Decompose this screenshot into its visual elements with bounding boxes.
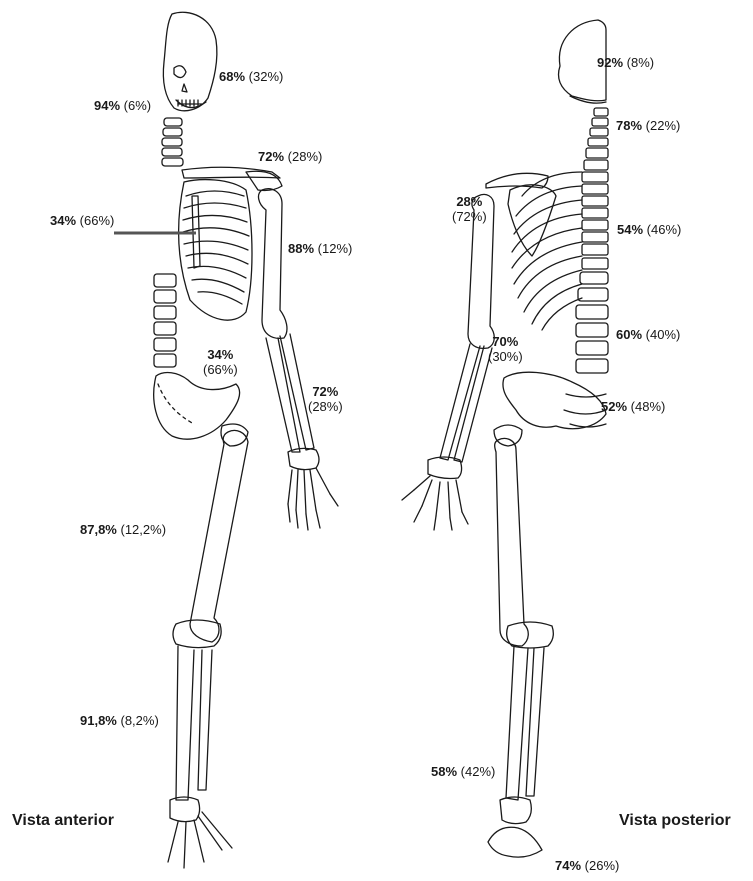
- anterior-foot: [168, 797, 232, 868]
- anterior-cervical-spine: [162, 118, 183, 166]
- anterior-nasal: [182, 84, 187, 92]
- anterior-skull: [163, 12, 217, 110]
- posterior-ribs: [512, 172, 582, 330]
- label-fibula-bold: 58%: [431, 764, 457, 779]
- label-femur-normal: (12,2%): [121, 522, 167, 537]
- label-skull-anterior-normal: (32%): [249, 69, 284, 84]
- label-pelvis-anterior-normal: (66%): [203, 362, 238, 377]
- anterior-pelvis-dashed: [158, 384, 194, 424]
- label-lumbar: 60% (40%): [616, 327, 680, 342]
- label-scapula-normal: (72%): [452, 209, 487, 224]
- label-lumbar-normal: (40%): [646, 327, 681, 342]
- label-skull-anterior-bold: 68%: [219, 69, 245, 84]
- label-mandible-normal: (6%): [124, 98, 151, 113]
- label-forearm-anterior-normal: (28%): [308, 399, 343, 414]
- view-title-anterior: Vista anterior: [12, 812, 114, 830]
- label-sacrum-bold: 52%: [601, 399, 627, 414]
- label-skull-anterior: 68% (32%): [219, 69, 283, 84]
- posterior-tibia: [506, 646, 528, 800]
- posterior-knee: [507, 622, 554, 648]
- anterior-femur: [190, 430, 248, 642]
- posterior-sacrum: [564, 394, 606, 427]
- label-humerus-normal: (12%): [318, 241, 353, 256]
- label-scapula-bold: 28%: [452, 194, 487, 209]
- label-skull-posterior: 92% (8%): [597, 55, 654, 70]
- label-fibula-normal: (42%): [461, 764, 496, 779]
- label-forearm-posterior-bold: 70%: [488, 334, 523, 349]
- label-sacrum-normal: (48%): [631, 399, 666, 414]
- label-forearm-anterior: 72% (28%): [308, 384, 343, 414]
- anterior-lumbar-spine: [154, 274, 176, 367]
- anterior-orbit: [174, 66, 186, 78]
- label-tibia-bold: 91,8%: [80, 713, 117, 728]
- label-femur: 87,8% (12,2%): [80, 522, 166, 537]
- posterior-fibula: [526, 648, 544, 796]
- label-thoracic-bold: 54%: [617, 222, 643, 237]
- label-skull-posterior-normal: (8%): [627, 55, 654, 70]
- anterior-humerus: [259, 189, 287, 339]
- posterior-femur: [495, 438, 529, 646]
- label-thoracic: 54% (46%): [617, 222, 681, 237]
- label-pelvis-anterior: 34% (66%): [203, 347, 238, 377]
- posterior-hand: [402, 457, 468, 530]
- posterior-pelvis: [503, 372, 606, 428]
- label-cervical: 78% (22%): [616, 118, 680, 133]
- label-sternum-bold: 34%: [50, 213, 76, 228]
- label-humerus-bold: 88%: [288, 241, 314, 256]
- label-sternum: 34% (66%): [50, 213, 114, 228]
- label-lumbar-bold: 60%: [616, 327, 642, 342]
- label-pelvis-anterior-bold: 34%: [203, 347, 238, 362]
- view-title-posterior: Vista posterior: [619, 812, 731, 830]
- label-calcaneus-bold: 74%: [555, 858, 581, 873]
- anterior-skeleton-drawing: [154, 12, 338, 868]
- label-sternum-normal: (66%): [80, 213, 115, 228]
- label-scapula: 28% (72%): [452, 194, 487, 224]
- label-humerus: 88% (12%): [288, 241, 352, 256]
- anterior-fibula: [198, 650, 212, 790]
- label-femur-bold: 87,8%: [80, 522, 117, 537]
- anterior-hand: [288, 448, 338, 530]
- label-fibula: 58% (42%): [431, 764, 495, 779]
- posterior-spine: [576, 108, 608, 373]
- label-thoracic-normal: (46%): [647, 222, 682, 237]
- label-clavicle: 72% (28%): [258, 149, 322, 164]
- posterior-skeleton-drawing: [402, 20, 608, 857]
- posterior-hip-joint: [494, 425, 522, 446]
- posterior-foot: [488, 797, 542, 857]
- label-clavicle-bold: 72%: [258, 149, 284, 164]
- anterior-tibia: [176, 646, 194, 800]
- anterior-teeth: [178, 100, 198, 106]
- label-mandible-bold: 94%: [94, 98, 120, 113]
- posterior-scapula: [508, 185, 556, 256]
- anterior-knee: [173, 620, 221, 648]
- label-clavicle-normal: (28%): [288, 149, 323, 164]
- anterior-pelvis: [154, 373, 240, 440]
- label-tibia-normal: (8,2%): [121, 713, 159, 728]
- label-cervical-bold: 78%: [616, 118, 642, 133]
- label-calcaneus: 74% (26%): [555, 858, 619, 873]
- posterior-ulna: [454, 346, 492, 462]
- anterior-shoulder: [246, 171, 282, 190]
- anterior-ribcage: [179, 180, 252, 321]
- label-mandible: 94% (6%): [94, 98, 151, 113]
- label-forearm-posterior: 70% (30%): [488, 334, 523, 364]
- label-calcaneus-normal: (26%): [585, 858, 620, 873]
- label-forearm-anterior-bold: 72%: [308, 384, 343, 399]
- label-skull-posterior-bold: 92%: [597, 55, 623, 70]
- posterior-radius: [440, 344, 480, 460]
- label-tibia: 91,8% (8,2%): [80, 713, 159, 728]
- label-cervical-normal: (22%): [646, 118, 681, 133]
- label-forearm-posterior-normal: (30%): [488, 349, 523, 364]
- anterior-mandible: [176, 100, 206, 108]
- label-sacrum: 52% (48%): [601, 399, 665, 414]
